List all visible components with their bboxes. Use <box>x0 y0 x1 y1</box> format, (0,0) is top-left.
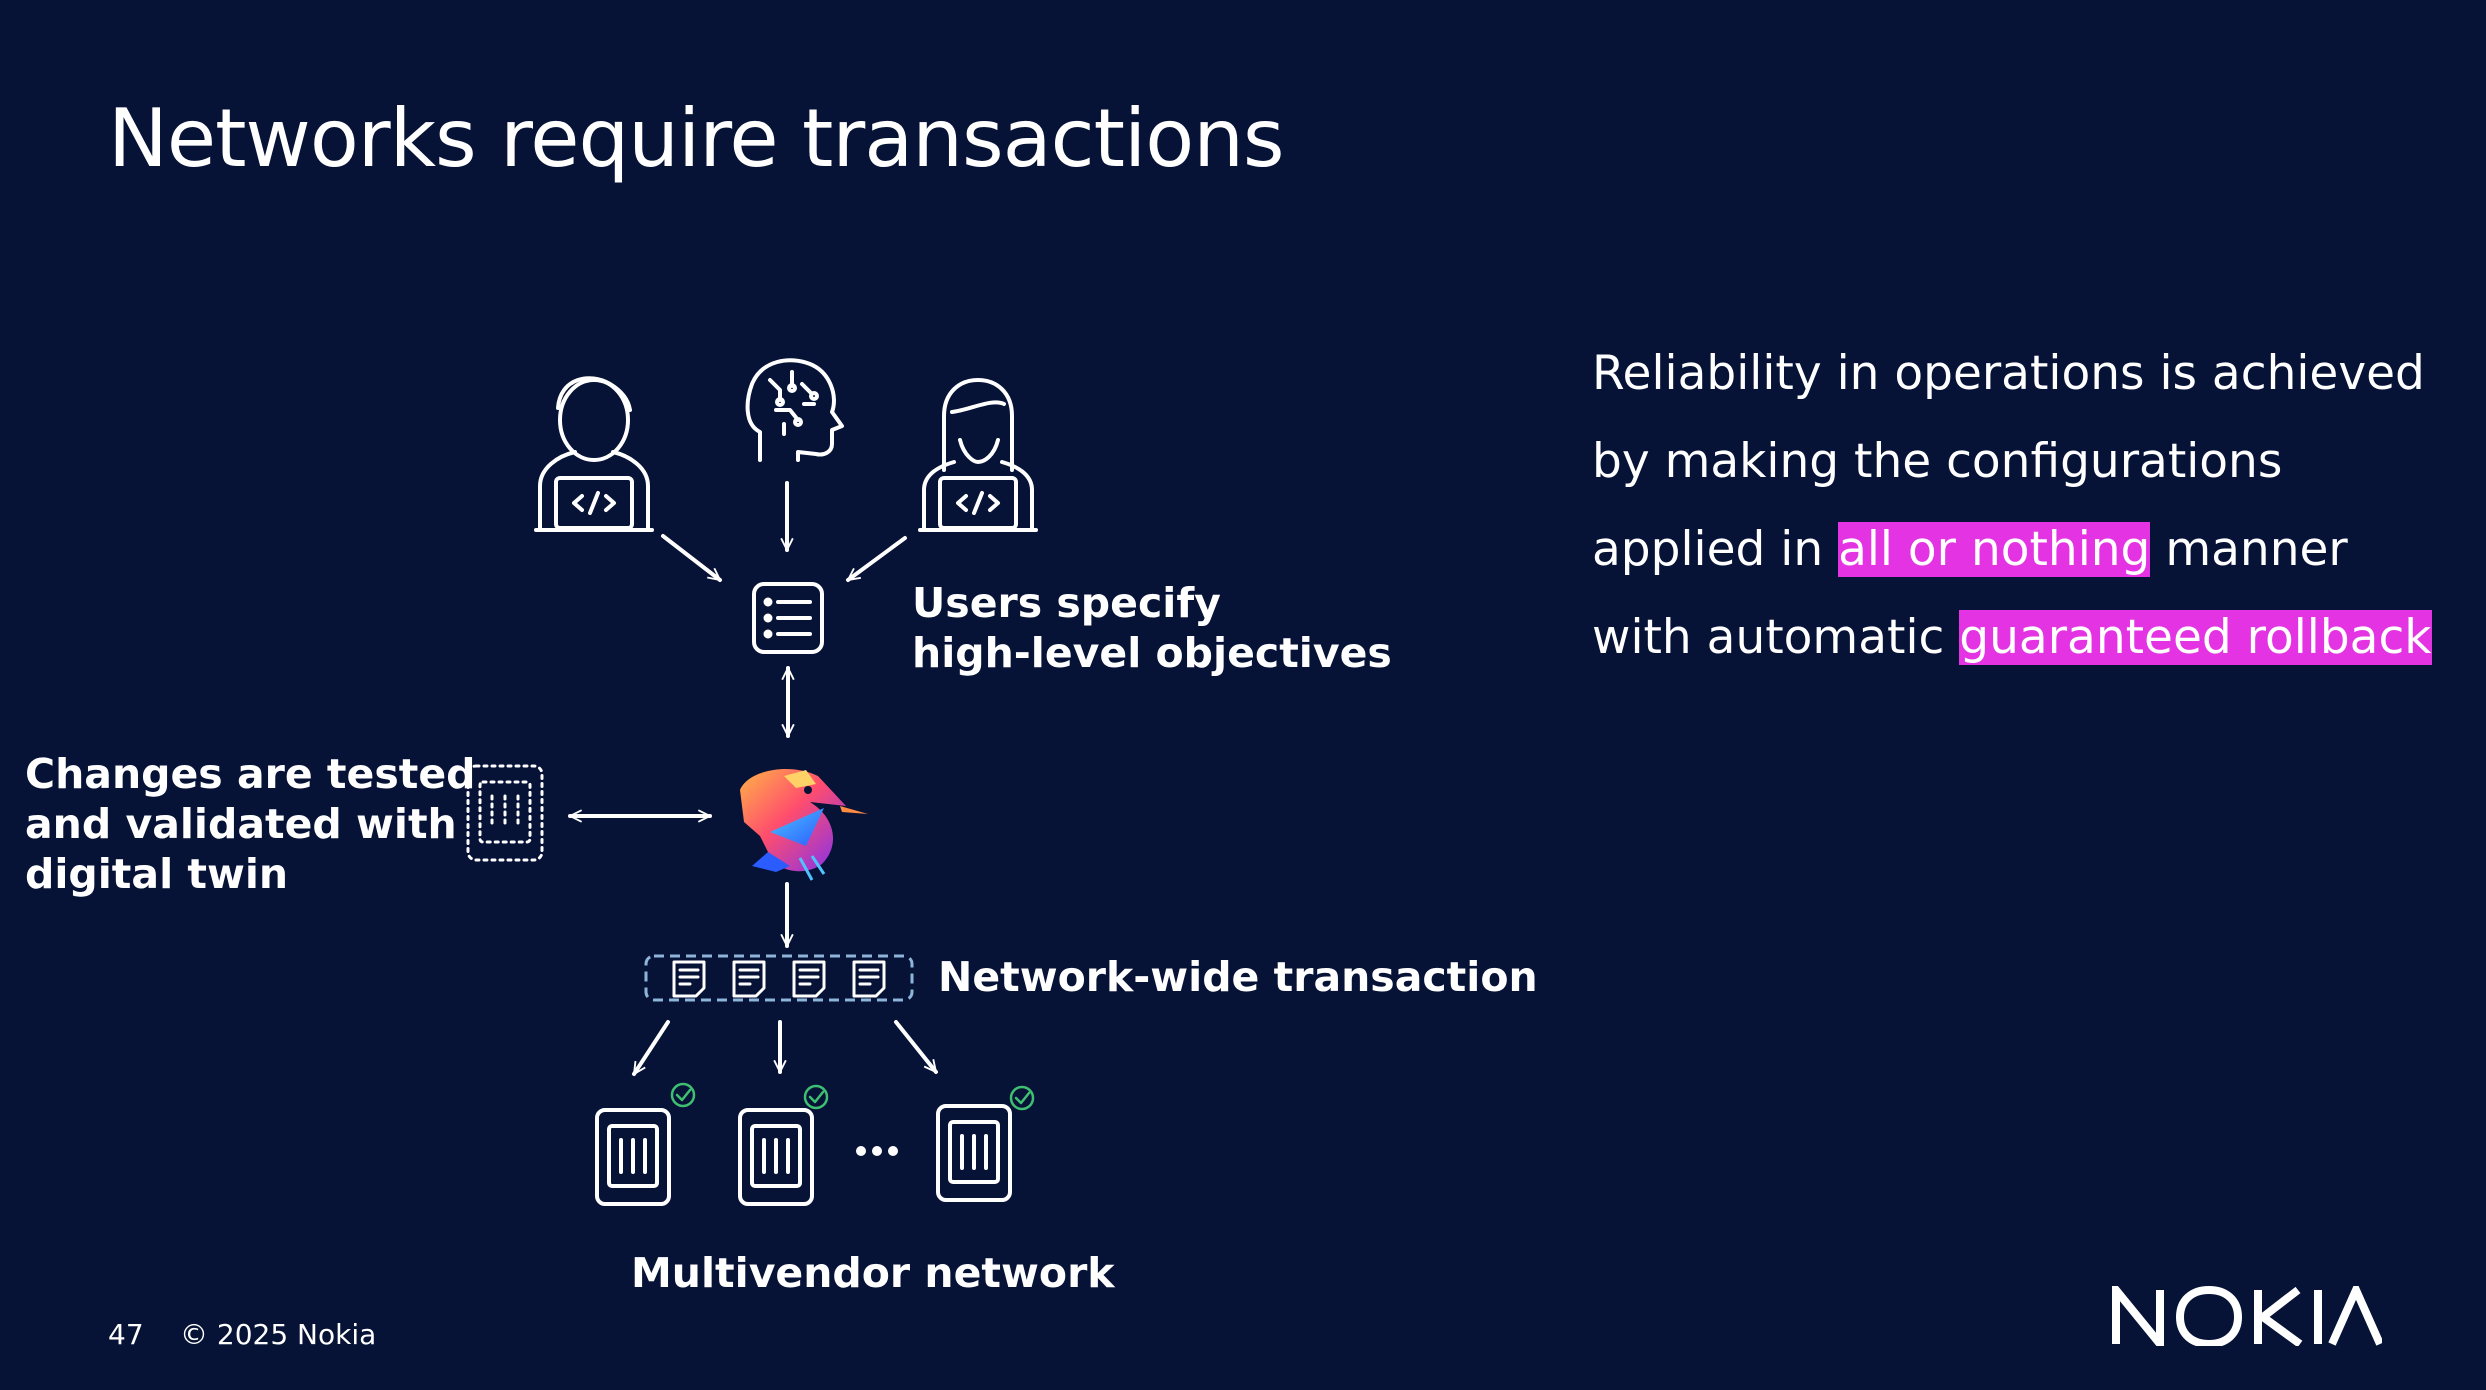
objectives-list-icon <box>752 582 824 654</box>
network-label: Multivendor network <box>631 1249 1115 1297</box>
page-title: Networks require transactions <box>108 92 1285 185</box>
transaction-label: Network-wide transaction <box>938 953 1538 1001</box>
config-doc-icon <box>792 960 826 998</box>
check-icon <box>803 1084 829 1110</box>
transaction-box <box>644 954 914 1002</box>
network-device-icon <box>738 1108 814 1206</box>
ai-brain-icon <box>745 358 844 462</box>
check-icon <box>670 1082 696 1108</box>
config-doc-icon <box>852 960 886 998</box>
page-number: 47 <box>108 1318 144 1351</box>
users-objectives-label: Users specify high-level objectives <box>912 579 1392 677</box>
copyright: © 2025 Nokia <box>180 1318 377 1351</box>
check-icon <box>1009 1085 1035 1111</box>
config-doc-icon <box>732 960 766 998</box>
reliability-description: Reliability in operations is achieved by… <box>1592 346 2432 665</box>
highlight-all-or-nothing: all or nothing <box>1838 522 2151 577</box>
ellipsis-icon <box>856 1146 898 1156</box>
developer-icon <box>534 376 654 532</box>
nokia-logo <box>2112 1286 2382 1346</box>
network-device-icon <box>595 1108 671 1206</box>
highlight-guaranteed-rollback: guaranteed rollback <box>1959 610 2432 665</box>
config-doc-icon <box>672 960 706 998</box>
developer-icon <box>918 378 1038 532</box>
network-device-icon <box>936 1104 1012 1202</box>
digital-twin-label: Changes are tested and validated with di… <box>25 750 476 898</box>
kingfisher-logo-icon <box>740 768 868 881</box>
digital-twin-icon <box>466 764 544 862</box>
